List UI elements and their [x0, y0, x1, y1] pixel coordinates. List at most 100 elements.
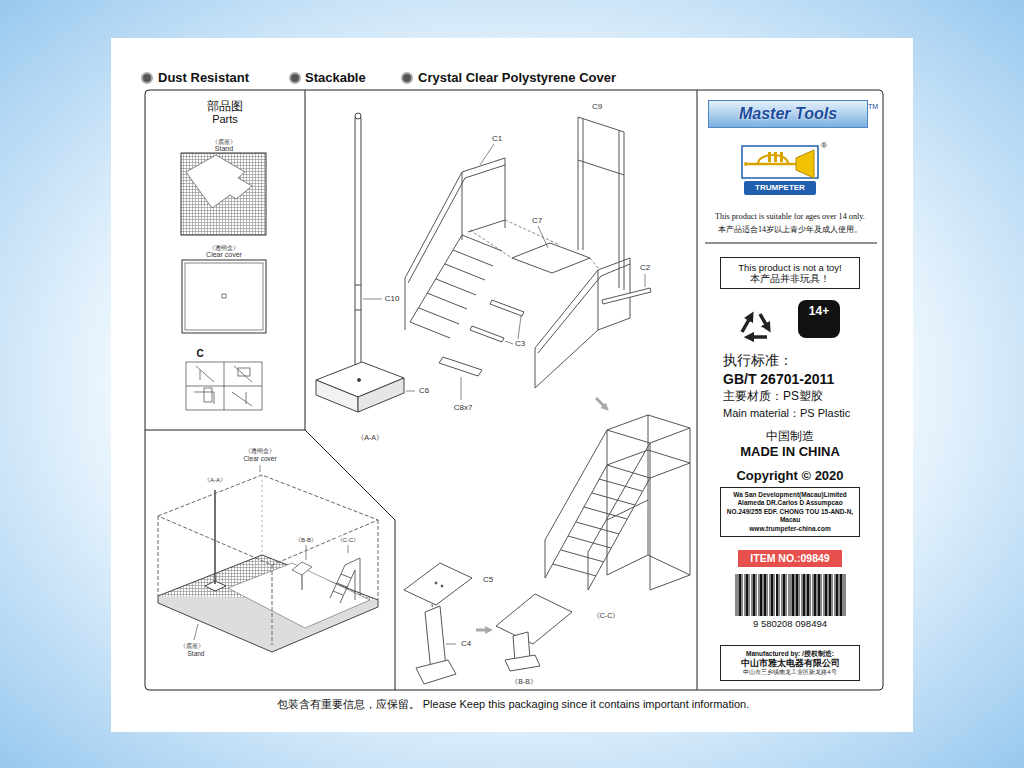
recycle-icon [742, 314, 768, 337]
bullet-dot [142, 73, 152, 83]
stair-parts [490, 300, 524, 316]
leader-line [480, 144, 494, 165]
assembly-view [228, 563, 370, 628]
trumpet-logo [742, 146, 818, 178]
copyright-label: Copyright © 2020 [736, 469, 843, 484]
stair-parts [578, 117, 624, 290]
maker-logo: TRUMPETER [744, 181, 816, 195]
view-label: 《A-A》 [203, 477, 227, 484]
part-caption: 《底座》 [179, 643, 205, 650]
part-number: C8x7 [453, 403, 474, 412]
assembly-arrow [476, 629, 489, 632]
stairs-assembled [607, 415, 690, 590]
part-number: C9 [591, 102, 603, 111]
assembly-view [302, 575, 303, 590]
leader-line [363, 299, 382, 300]
view-label: 《C-C》 [336, 537, 361, 544]
panel-frame [145, 90, 883, 690]
base-part [316, 362, 404, 412]
parts-panel: 部品图Parts [145, 90, 305, 430]
part-number: C1 [491, 134, 503, 143]
lectern-parts [441, 585, 443, 587]
feature-label: Stackable [305, 71, 366, 86]
leader-line [260, 465, 261, 472]
notice-text: 本产品并非玩具！ [724, 273, 856, 284]
item-box: ITEM NO.:09849 [738, 550, 842, 567]
part-number: C5 [482, 575, 494, 584]
material-label: Main material：PS Plastic [723, 407, 850, 420]
maker-text: 中山市三乡镇南龙工业区新龙路4号 [725, 669, 855, 676]
part-number: C2 [639, 263, 651, 272]
leader-line [446, 644, 456, 645]
lectern-parts [496, 594, 572, 644]
base-part [358, 378, 404, 412]
logo-text: Master Tools [713, 104, 863, 123]
part-caption: Stand [215, 145, 233, 153]
feature-label: Dust Resistant [158, 71, 249, 86]
view-label: 《B-B》 [294, 537, 318, 544]
cover-part [182, 260, 266, 333]
assembly-view [262, 475, 263, 555]
standard-code: GB/T 26701-2011 [723, 371, 834, 387]
leader-line [461, 377, 462, 400]
view-label: 《C-C》 [592, 612, 620, 620]
barcode [732, 571, 850, 631]
trumpet-logo [768, 152, 771, 162]
barcode [740, 574, 841, 616]
stand-part [181, 153, 266, 235]
part-caption: Clear cover [206, 251, 242, 259]
trumpet-logo [744, 162, 748, 166]
page-ground [111, 38, 913, 732]
recycle-icon [742, 316, 751, 332]
assembly-view [158, 516, 378, 645]
stand-part [186, 155, 252, 208]
age-mark: 14+ [809, 305, 829, 319]
origin-label: 中国制造 [766, 430, 814, 444]
sprue-part [186, 362, 262, 410]
view-label: 《B-B》 [510, 678, 538, 686]
pole-part [355, 113, 361, 380]
maker-text: 中山市雅太电器有限公司 [725, 658, 855, 669]
pole-part [355, 118, 361, 380]
recycle-icon [749, 335, 767, 339]
part-caption: 《透明盒》 [209, 245, 239, 252]
panel-frame [697, 90, 698, 690]
trademark-mark: TM [868, 103, 878, 111]
lectern-parts [416, 660, 456, 684]
sprue-part [238, 368, 250, 376]
maker-text: Manufactured by: /授权制造: [725, 650, 855, 658]
stand-part [181, 153, 266, 235]
registered-mark: ® [821, 141, 827, 150]
assembly-view [292, 562, 312, 575]
stair-parts [410, 235, 502, 338]
address-box: Wa San Development(Macau)Limited Alameda… [720, 487, 860, 537]
part-caption: Stand [187, 650, 206, 657]
stairs-assembled [545, 465, 650, 590]
maker-box: Manufactured by: /授权制造:中山市雅太电器有限公司中山市三乡镇… [720, 645, 860, 681]
age-notice: 本产品适合14岁以上青少年及成人使用。 [718, 225, 862, 234]
trumpet-logo [758, 155, 788, 164]
bullet-dot [290, 73, 300, 83]
assembly-view [214, 490, 216, 584]
stair-parts [512, 243, 590, 273]
bullet-dot [402, 73, 412, 83]
part-number: C10 [384, 294, 401, 303]
stairs-assembled [545, 415, 690, 590]
stair-parts [535, 258, 630, 388]
panel-frame [145, 430, 305, 431]
lectern-parts [505, 655, 540, 671]
logo-text: TRUMPETER [747, 183, 813, 193]
part-number: C7 [531, 216, 543, 225]
stair-parts [470, 220, 598, 268]
age-icon [798, 300, 840, 338]
lectern-parts [404, 563, 572, 684]
assembly-view [330, 558, 360, 603]
stair-parts [439, 357, 482, 376]
stair-parts [470, 326, 504, 342]
panel-heading: Parts [145, 113, 305, 126]
feature-label: Crystal Clear Polystyrene Cover [418, 71, 616, 86]
stair-parts [602, 288, 651, 304]
age-notice: This product is suitable for ages over 1… [715, 212, 865, 221]
address-text: Wa San Development(Macau)Limited Alameda… [725, 491, 855, 525]
